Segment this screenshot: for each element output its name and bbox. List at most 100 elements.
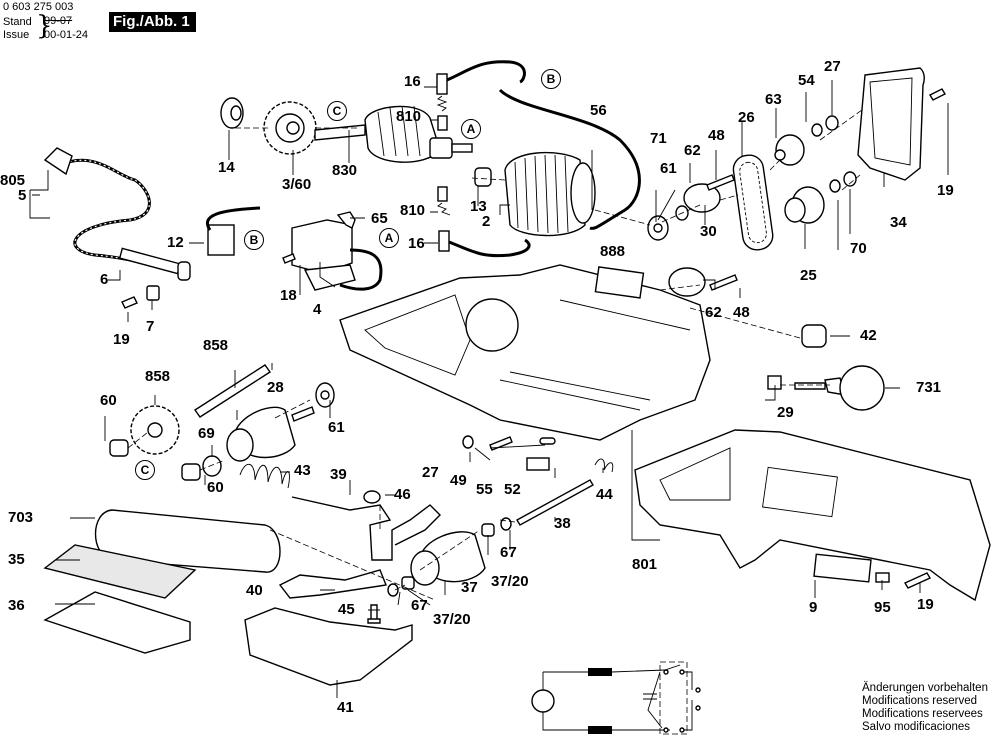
note-line: Salvo modificaciones xyxy=(862,721,971,733)
platen-pad xyxy=(43,544,197,599)
screw-18 xyxy=(282,253,296,264)
part-label: 37 xyxy=(461,579,478,596)
bearing-69 xyxy=(202,455,222,477)
part-label: 69 xyxy=(198,425,215,442)
label-95 xyxy=(875,572,890,583)
part-label: 60 xyxy=(100,392,117,409)
bearing-61-lower xyxy=(315,382,335,408)
part-label: 801 xyxy=(632,556,658,573)
part-label: 29 xyxy=(777,404,794,421)
belt-cover xyxy=(857,67,925,181)
brace-glyph: } xyxy=(36,11,53,41)
part-label: 56 xyxy=(590,102,607,119)
part-label: 35 xyxy=(8,551,25,568)
cable-clamp xyxy=(146,285,160,301)
switch-box xyxy=(659,661,688,735)
bearing-flange-62-lower xyxy=(668,267,706,297)
document-number: 0 603 275 003 xyxy=(3,1,74,13)
tension-lever xyxy=(291,490,441,561)
part-label: 95 xyxy=(874,599,891,616)
screw-48-upper xyxy=(706,174,735,191)
part-label: 26 xyxy=(738,109,755,126)
bearing-sleeve xyxy=(474,167,492,187)
note-line: Änderungen vorbehalten xyxy=(862,682,988,694)
part-label: 70 xyxy=(850,240,867,257)
nameplate xyxy=(813,553,872,583)
switch-lever-65 xyxy=(336,211,356,229)
part-label: 60 xyxy=(207,479,224,496)
part-label: 888 xyxy=(600,243,626,260)
bearing-flange-62 xyxy=(683,183,721,213)
part-label: 3/60 xyxy=(282,176,312,193)
switch xyxy=(291,219,356,291)
part-label: 19 xyxy=(917,596,934,613)
needle-sleeve-60-left xyxy=(109,439,129,457)
part-label: 9 xyxy=(809,599,818,616)
part-label: 63 xyxy=(765,91,782,108)
part-label: 19 xyxy=(937,182,954,199)
part-label: 67 xyxy=(411,597,428,614)
part-label: 37/20 xyxy=(433,611,471,628)
auxiliary-handle xyxy=(794,365,885,411)
part-label: 27 xyxy=(824,58,841,75)
pad-52 xyxy=(526,457,550,471)
motor-symbol xyxy=(531,689,555,713)
part-label: 6 xyxy=(100,271,109,288)
label-888 xyxy=(594,266,645,299)
part-label: 55 xyxy=(476,481,493,498)
part-label: 12 xyxy=(167,234,184,251)
part-label: 830 xyxy=(332,162,358,179)
part-label: 61 xyxy=(660,160,677,177)
note-line: Modifications reserved xyxy=(862,695,978,707)
part-label: 14 xyxy=(218,159,235,176)
part-label: 16 xyxy=(404,73,421,90)
pulley-63 xyxy=(774,134,805,166)
part-label: 19 xyxy=(113,331,130,348)
dust-adapter xyxy=(244,607,413,686)
part-label: 34 xyxy=(890,214,907,231)
part-label: 4 xyxy=(313,301,322,318)
part-label: 41 xyxy=(337,699,354,716)
part-label: 810 xyxy=(400,202,426,219)
part-label: 62 xyxy=(705,304,722,321)
cable-56 xyxy=(498,88,641,230)
nut-70 xyxy=(843,171,857,187)
toothed-belt xyxy=(732,154,774,251)
part-label: 858 xyxy=(203,337,229,354)
part-label: 38 xyxy=(554,515,571,532)
housing-handle xyxy=(634,429,991,602)
part-label: 61 xyxy=(328,419,345,436)
washer-67-upper xyxy=(500,517,512,531)
washer-54-lower xyxy=(829,179,841,193)
needle-bearing-37-20-upper xyxy=(481,523,495,537)
stand-value: 99-07 xyxy=(44,15,73,27)
bolt-45 xyxy=(367,604,381,624)
square-nut xyxy=(767,375,782,390)
sanding-belt xyxy=(94,509,281,573)
washer-54-upper xyxy=(811,123,823,137)
nut-27-upper xyxy=(825,115,839,131)
ref-marker-b: B xyxy=(541,69,561,89)
issue-label: Issue xyxy=(3,29,30,41)
figure-label: Fig./Abb. 1 xyxy=(109,12,196,32)
part-label: 28 xyxy=(267,379,284,396)
pin-55 xyxy=(539,437,556,445)
part-label: 5 xyxy=(18,187,27,204)
modification-notes: Änderungen vorbehalten Modifications res… xyxy=(862,682,988,734)
part-label: 16 xyxy=(408,235,425,252)
ref-marker-a-switch: A xyxy=(379,228,399,248)
part-label: 42 xyxy=(860,327,877,344)
part-label: 37/20 xyxy=(491,573,529,590)
idler-roller-37 xyxy=(410,531,486,586)
capacitor-symbol xyxy=(643,693,657,700)
part-label: 13 xyxy=(470,198,487,215)
screw-19-right xyxy=(903,572,932,589)
part-label: 30 xyxy=(700,223,717,240)
power-cord xyxy=(43,147,191,281)
part-label: 40 xyxy=(246,582,263,599)
screw-19-left xyxy=(121,296,138,309)
field-stator xyxy=(504,151,596,237)
part-label: 731 xyxy=(916,379,942,396)
screw-48-lower xyxy=(709,274,738,291)
bearing-61-upper xyxy=(647,215,669,241)
